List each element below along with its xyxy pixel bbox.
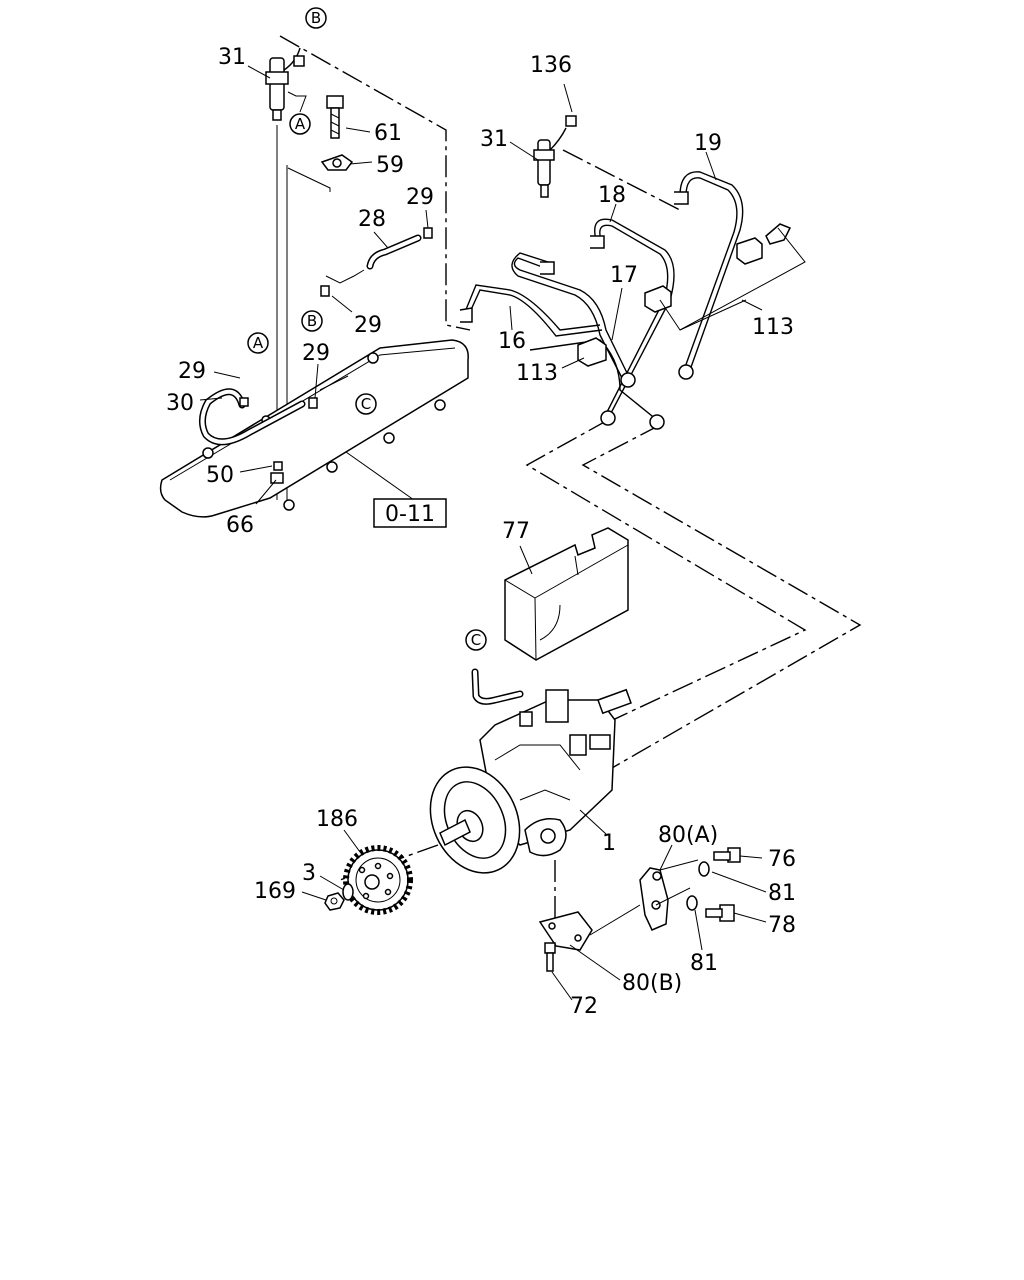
callout-66: 66 bbox=[226, 513, 254, 538]
bolt-76 bbox=[698, 847, 741, 877]
callout-18: 18 bbox=[598, 183, 626, 208]
callout-30: 30 bbox=[166, 391, 194, 416]
callout-113-left: 113 bbox=[516, 361, 558, 386]
leak-off-pipe-30 bbox=[199, 388, 318, 484]
callout-78: 78 bbox=[768, 913, 796, 938]
bolt-72 bbox=[544, 942, 556, 972]
callout-186: 186 bbox=[316, 807, 358, 832]
svg-text:C: C bbox=[361, 395, 371, 413]
callout-28: 28 bbox=[358, 207, 386, 232]
callout-16: 16 bbox=[498, 329, 526, 354]
injector-31-upper-right bbox=[533, 115, 577, 198]
marker-c-mid: C bbox=[355, 393, 377, 415]
callout-136: 136 bbox=[530, 53, 572, 78]
callout-113-right: 113 bbox=[752, 315, 794, 340]
svg-text:B: B bbox=[307, 312, 317, 330]
clips-113 bbox=[577, 223, 806, 367]
injector-31-upper-left bbox=[265, 47, 307, 121]
marker-c-pump: C bbox=[465, 629, 487, 651]
hose-28 bbox=[320, 227, 433, 297]
callout-76: 76 bbox=[768, 847, 796, 872]
callout-77: 77 bbox=[502, 519, 530, 544]
callout-80b: 80(B) bbox=[622, 971, 682, 996]
callout-29-center: 29 bbox=[302, 341, 330, 366]
callout-31-right: 31 bbox=[480, 127, 508, 152]
clamp-59 bbox=[287, 154, 354, 192]
reference-box-0-11: 0-11 bbox=[373, 498, 447, 528]
callout-81-lower: 81 bbox=[690, 951, 718, 976]
callout-19: 19 bbox=[694, 131, 722, 156]
nut-169 bbox=[324, 892, 345, 911]
washer-3 bbox=[342, 883, 354, 901]
gear-186 bbox=[343, 845, 413, 915]
marker-a-mid: A bbox=[247, 332, 269, 354]
bolt-61 bbox=[326, 95, 344, 139]
callout-labels: 31 61 59 29 28 29 29 29 30 50 66 136 31 … bbox=[166, 45, 796, 1019]
callout-81-upper: 81 bbox=[768, 881, 796, 906]
callout-29-mid: 29 bbox=[354, 313, 382, 338]
injection-pump-1 bbox=[429, 668, 632, 874]
svg-text:A: A bbox=[253, 334, 264, 352]
svg-text:0-11: 0-11 bbox=[385, 502, 435, 527]
callout-29-left: 29 bbox=[178, 359, 206, 384]
callout-72: 72 bbox=[570, 994, 598, 1019]
callout-1: 1 bbox=[602, 831, 616, 856]
bracket-77 bbox=[504, 527, 629, 661]
callout-80a: 80(A) bbox=[658, 823, 718, 848]
callout-59: 59 bbox=[376, 153, 404, 178]
marker-b-top: B bbox=[305, 7, 327, 29]
callout-29-upper: 29 bbox=[406, 185, 434, 210]
callout-17: 17 bbox=[610, 263, 638, 288]
bracket-80a bbox=[639, 859, 699, 931]
svg-text:A: A bbox=[295, 115, 306, 133]
callout-31-left: 31 bbox=[218, 45, 246, 70]
callout-3: 3 bbox=[302, 861, 316, 886]
svg-text:C: C bbox=[471, 631, 481, 649]
callout-50: 50 bbox=[206, 463, 234, 488]
marker-a-top: A bbox=[289, 113, 311, 135]
injection-pipes bbox=[459, 171, 744, 430]
cylinder-head-cover bbox=[159, 339, 469, 518]
svg-text:B: B bbox=[311, 9, 321, 27]
callout-169: 169 bbox=[254, 879, 296, 904]
marker-b-mid: B bbox=[301, 310, 323, 332]
callout-61: 61 bbox=[374, 121, 402, 146]
bolt-78 bbox=[686, 895, 735, 922]
bracket-80b bbox=[538, 904, 641, 951]
leader-lines bbox=[199, 65, 767, 1001]
